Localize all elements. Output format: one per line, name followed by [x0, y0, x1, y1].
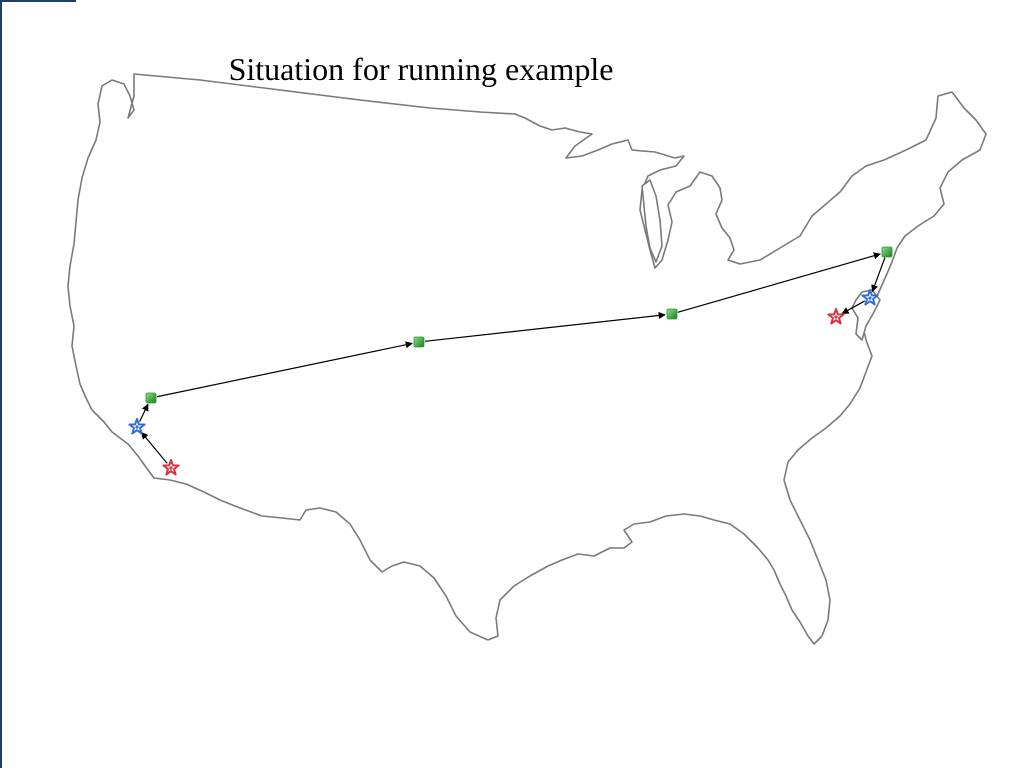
slide-top-left-accent	[0, 0, 76, 2]
lake-michigan-outline	[641, 179, 663, 263]
red-star-icon-center	[834, 315, 838, 319]
blue-star-icon-center	[868, 296, 872, 300]
green-square-icon	[145, 392, 157, 404]
route-segment	[139, 403, 149, 422]
route-segment	[156, 341, 413, 398]
route-markers	[128, 246, 893, 476]
slide-title: Situation for running example	[228, 51, 614, 87]
route-segment	[424, 311, 666, 342]
slide-left-accent-bar	[0, 0, 2, 768]
green-square-icon	[413, 336, 425, 348]
route-lines	[139, 252, 886, 464]
route-segment	[841, 300, 866, 315]
route-segment	[141, 431, 168, 464]
blue-star-icon-center	[135, 425, 139, 429]
green-square-icon	[666, 308, 678, 320]
route-segment	[871, 257, 886, 293]
us-outline	[67, 73, 987, 645]
route-segment	[677, 252, 881, 313]
green-square-icon	[881, 246, 893, 258]
red-star-icon-center	[169, 466, 173, 470]
